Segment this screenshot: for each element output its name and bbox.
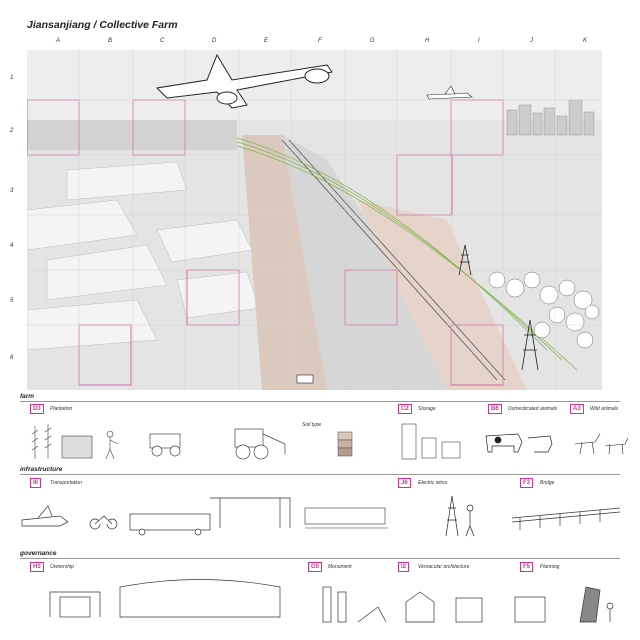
- wild-animal-illustration: [574, 433, 629, 455]
- row-label: 6: [10, 355, 14, 361]
- pylon-icon: [458, 244, 539, 371]
- card-title: Electric wires: [418, 480, 448, 486]
- card-title: Domesticated animals: [508, 406, 558, 412]
- soil-layers-illustration: [337, 431, 353, 457]
- card-code: F5: [520, 562, 534, 572]
- column-label: D: [212, 38, 217, 44]
- transportation-illustration: [21, 497, 291, 536]
- column-label: B: [108, 38, 113, 44]
- card-code: I2: [398, 562, 410, 572]
- tractor-icon: [149, 428, 286, 460]
- column-label: K: [583, 38, 588, 44]
- card-title: Monument: [328, 564, 352, 570]
- cow-icon: [485, 433, 553, 453]
- card-code: F3: [520, 478, 534, 488]
- card-title: Soil type: [302, 422, 322, 428]
- card-title: Plantation: [50, 406, 73, 412]
- card-title: Wild animals: [590, 406, 619, 412]
- card-title: Planning: [540, 564, 560, 570]
- column-label: A: [56, 38, 61, 44]
- card-bridge: F3 Bridge: [510, 478, 630, 546]
- section-label-farm: farm: [20, 393, 35, 400]
- section-divider: [20, 558, 620, 559]
- row-label: 4: [10, 243, 14, 249]
- card-tractor: [145, 404, 295, 464]
- bridge-illustration: [511, 507, 621, 530]
- card-code: C2: [398, 404, 412, 414]
- card-wild-animals: A3 Wild animals: [570, 404, 635, 464]
- card-code: J6: [398, 478, 411, 488]
- pylon-icon: [445, 495, 475, 537]
- page-title: Jiansanjiang / Collective Farm: [27, 19, 178, 31]
- card-domesticated-animals: B6 Domesticated animals: [478, 404, 558, 464]
- column-label: E: [264, 38, 269, 44]
- plantation-illustration: [31, 424, 119, 460]
- card-planning: F5 Planning: [510, 562, 630, 632]
- card-code: I6: [30, 478, 42, 488]
- planning-illustration: [514, 586, 614, 623]
- card-vernacular-architecture: I2 Vernacular architecture: [398, 562, 508, 632]
- card-soil-type: Soil type: [290, 404, 385, 464]
- row-label: 1: [10, 75, 14, 81]
- card-monument: G5 Monument: [308, 562, 398, 632]
- section-label-governance: governance: [20, 550, 57, 557]
- card-title: Bridge: [540, 480, 555, 486]
- storage-illustration: [401, 423, 461, 460]
- grid-lines: [27, 50, 602, 390]
- monument-illustration: [322, 586, 387, 623]
- sky: [27, 50, 602, 120]
- column-label: C: [160, 38, 165, 44]
- gate-icon: [49, 579, 281, 618]
- card-code: A3: [570, 404, 584, 414]
- column-label: J: [530, 38, 533, 44]
- tree-cluster: [488, 271, 600, 349]
- card-title: Vernacular architecture: [418, 564, 470, 570]
- row-label: 2: [10, 128, 14, 134]
- aerial-perspective-drawing: [27, 50, 602, 390]
- card-code: D3: [30, 404, 44, 414]
- house-illustration: [405, 591, 483, 623]
- card-title: Ownership: [50, 564, 74, 570]
- card-electric-wires: J6 Electric wires: [398, 478, 508, 546]
- wetland: [282, 135, 457, 390]
- card-title: Transportation: [50, 480, 82, 486]
- row-label: 5: [10, 298, 14, 304]
- column-label: F: [318, 38, 322, 44]
- card-code: H3: [30, 562, 44, 572]
- airplane-icon: [155, 53, 333, 109]
- card-plantation: D3 Plantation: [20, 404, 150, 464]
- card-code: B6: [488, 404, 502, 414]
- card-title: Storage: [418, 406, 436, 412]
- powerlines: [236, 137, 578, 371]
- card-train: [300, 478, 395, 546]
- train-illustration: [304, 507, 388, 529]
- soil-band: [242, 135, 327, 390]
- card-code: G5: [308, 562, 323, 572]
- city-skyline: [506, 99, 595, 136]
- section-label-infrastructure: infrastructure: [20, 466, 63, 473]
- bus-icon: [296, 374, 314, 384]
- small-airplane-icon: [426, 85, 473, 100]
- right-field: [357, 200, 527, 390]
- forest-band: [27, 120, 237, 150]
- card-ownership: H3 Ownership: [20, 562, 305, 632]
- column-label: H: [425, 38, 430, 44]
- column-label: G: [370, 38, 375, 44]
- column-label: I: [478, 38, 480, 44]
- section-divider: [20, 401, 620, 402]
- card-transportation: I6 Transportation: [20, 478, 310, 546]
- row-label: 3: [10, 188, 14, 194]
- card-storage: C2 Storage: [398, 404, 478, 464]
- section-divider: [20, 474, 620, 475]
